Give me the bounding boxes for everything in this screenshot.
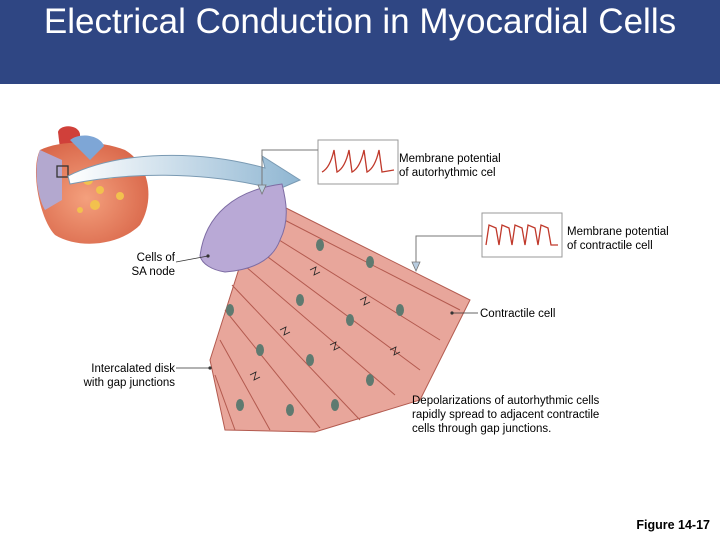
depolarization-line-2: rapidly spread to adjacent contractile <box>412 409 600 421</box>
contractile-potential-label: Membrane potential of contractile cell <box>567 225 669 253</box>
contractile-cell-label: Contractile cell <box>480 308 556 320</box>
figure-label: Figure 14-17 <box>636 518 710 532</box>
sa-node-label: Cells of SA node <box>132 251 175 279</box>
zoom-arrow <box>67 154 302 199</box>
contractile-trace <box>411 212 563 272</box>
contractile-potential-line-2: of contractile cell <box>567 240 653 252</box>
autorhythmic-line-2: of autorhythmic cel <box>399 167 496 179</box>
heart-illustration <box>35 126 149 244</box>
title-bar: Electrical Conduction in Myocardial Cell… <box>0 0 720 84</box>
page-title: Electrical Conduction in Myocardial Cell… <box>43 2 677 41</box>
autorhythmic-potential-label: Membrane potential of autorhythmic cel <box>399 152 501 180</box>
autorhythmic-trace <box>257 139 399 195</box>
intercalated-disk-label: Intercalated disk with gap junctions <box>84 362 175 390</box>
myocardial-fibers <box>209 195 471 433</box>
autorhythmic-line-1: Membrane potential <box>399 153 501 165</box>
intercalated-line-2: with gap junctions <box>83 377 175 389</box>
conduction-figure <box>35 126 563 433</box>
sa-node-cells <box>199 183 287 273</box>
sa-node-line-2: SA node <box>131 266 175 278</box>
intercalated-line-1: Intercalated disk <box>91 363 175 375</box>
contractile-potential-line-1: Membrane potential <box>567 226 669 238</box>
depolarization-line-1: Depolarizations of autorhythmic cells <box>412 395 600 407</box>
depolarization-line-3: cells through gap junctions. <box>412 423 552 435</box>
sa-node-line-1: Cells of <box>136 252 175 264</box>
depolarization-caption: Depolarizations of autorhythmic cells ra… <box>412 394 599 436</box>
